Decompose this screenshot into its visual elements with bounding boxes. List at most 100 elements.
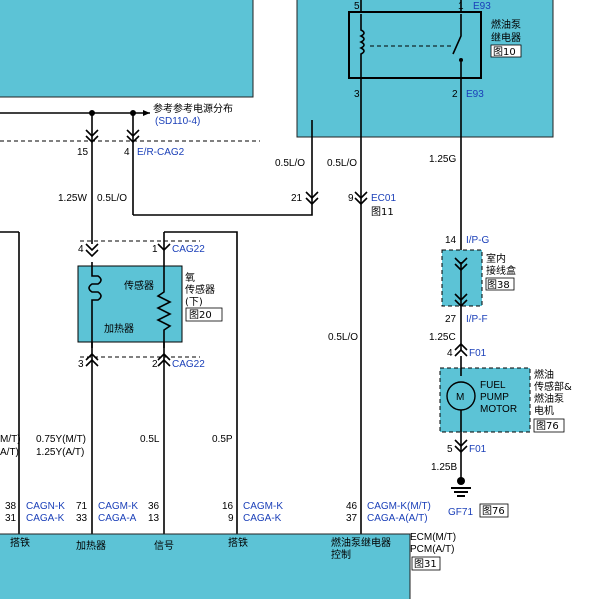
o2-conn-bottom: CAG22 <box>172 359 205 370</box>
o2-name-1: 氧 <box>185 271 195 284</box>
ecm-pin-71: 71 <box>76 501 88 512</box>
pump-pin5: 5 <box>447 444 453 455</box>
junction-box <box>441 249 483 307</box>
relay-name-1: 燃油泵 <box>491 18 521 31</box>
ecm-pin-38: 38 <box>5 501 17 512</box>
ecm-pin-16: 16 <box>222 501 234 512</box>
relay-ref: 图10 <box>493 46 516 58</box>
pump-ref: 图76 <box>536 420 559 432</box>
ecm-conn-4b: CAGA-K <box>243 513 282 524</box>
wire-05LO-d: 0.5L/O <box>328 332 358 343</box>
wire-125C: 1.25C <box>429 332 456 343</box>
wire-05LO-b: 0.5L/O <box>275 158 305 169</box>
pump-en-1: FUEL <box>480 380 506 391</box>
o2-pin2: 2 <box>152 359 158 370</box>
junction-ref: 图38 <box>487 279 510 291</box>
ecm-pin-33: 33 <box>76 513 88 524</box>
wire-05LO-a: 0.5L/O <box>97 193 127 204</box>
ecm-pin-31: 31 <box>5 513 17 524</box>
wire-125G: 1.25G <box>429 154 456 165</box>
ecm-pin-9: 9 <box>228 513 234 524</box>
junction-conn-bottom: I/P-F <box>466 314 488 325</box>
ecm-pin-37: 37 <box>346 513 358 524</box>
o2-label-sensor: 传感器 <box>124 279 154 292</box>
ecm-pin-36: 36 <box>148 501 160 512</box>
pump-en-2: PUMP <box>480 392 509 403</box>
o2-label-heater: 加热器 <box>104 322 134 335</box>
relay-pin2: 2 <box>452 89 458 100</box>
ercag2-pin15: 15 <box>77 147 89 158</box>
ec01-pin9: 9 <box>348 193 354 204</box>
ecm-ref: 图31 <box>414 558 437 570</box>
relay-conn-top: E93 <box>473 1 491 12</box>
motor-label: M <box>456 392 464 403</box>
ecm-conn-5a: CAGM-K(M/T) <box>367 501 431 512</box>
relay-pin5: 5 <box>354 1 360 12</box>
wire-075Y-1: 0.75Y(M/T) <box>36 434 86 445</box>
wire-05P: 0.5P <box>212 434 233 445</box>
ecm-label-ground1: 搭铁 <box>10 536 30 549</box>
power-note-2: (SD110-4) <box>155 116 200 127</box>
relay-conn-bottom: E93 <box>466 89 484 100</box>
ercag2-pin4: 4 <box>124 147 130 158</box>
ground-name: GF71 <box>448 507 473 518</box>
ecm-label-heater: 加热器 <box>76 539 106 552</box>
wire-05LO-c: 0.5L/O <box>327 158 357 169</box>
o2-ref: 图20 <box>189 309 212 321</box>
wire-125B: 1.25B <box>431 462 457 473</box>
pump-label-3: 燃油泵 <box>534 392 564 405</box>
ecm-name-2: PCM(A/T) <box>410 544 454 555</box>
pump-pin4: 4 <box>447 348 453 359</box>
ec01-ref: 图11 <box>371 206 394 218</box>
ground-symbol <box>451 487 471 497</box>
ground-point <box>457 477 465 485</box>
wire-075Y-2: 1.25Y(A/T) <box>36 447 84 458</box>
junction-name-2: 接线盒 <box>486 264 516 277</box>
pump-conn-top: F01 <box>469 348 487 359</box>
ecm-label-ground2: 搭铁 <box>228 536 248 549</box>
ec01-name: EC01 <box>371 193 396 204</box>
pump-conn-bottom: F01 <box>469 444 487 455</box>
ecm-conn-4a: CAGM-K <box>243 501 283 512</box>
junction-conn-top: I/P-G <box>466 235 490 246</box>
o2-conn-top: CAG22 <box>172 244 205 255</box>
left-wire-at: A/T) <box>0 447 19 458</box>
pump-label-2: 传感部& <box>534 380 572 393</box>
ecm-conn-1b: CAGA-K <box>26 513 65 524</box>
wire-05L: 0.5L <box>140 434 160 445</box>
ec01-pin21: 21 <box>291 193 303 204</box>
ecm-label-relay1: 燃油泵继电器 <box>331 536 391 549</box>
upper-left-module <box>0 0 254 98</box>
junction-name-1: 室内 <box>486 252 506 265</box>
pump-label-1: 燃油 <box>534 368 554 381</box>
relay-coil <box>359 14 365 78</box>
relay-switch <box>452 14 462 78</box>
wire-125W: 1.25W <box>58 193 87 204</box>
relay-switch-contact <box>459 58 463 62</box>
ecm-name-1: ECM(M/T) <box>410 532 456 543</box>
junction-pin14: 14 <box>445 235 457 246</box>
ecm-pin-13: 13 <box>148 513 160 524</box>
relay-pin3: 3 <box>354 89 360 100</box>
power-note-1: 参考参考电源分布 <box>153 102 233 115</box>
ecm-label-signal: 信号 <box>154 540 174 552</box>
relay-name-2: 继电器 <box>491 31 521 44</box>
pump-label-4: 电机 <box>534 404 554 417</box>
ecm-conn-2b: CAGA-A <box>98 513 137 524</box>
o2-pin3: 3 <box>78 359 84 370</box>
ecm-conn-2a: CAGM-K <box>98 501 138 512</box>
ground-ref: 图76 <box>482 505 505 517</box>
ecm-pin-46: 46 <box>346 501 358 512</box>
o2-pin1: 1 <box>152 244 158 255</box>
relay-body <box>348 11 482 79</box>
o2-name-2: 传感器 <box>185 283 215 296</box>
o2-pin4: 4 <box>78 244 84 255</box>
ecm-module <box>0 533 411 599</box>
junction-pin27: 27 <box>445 314 457 325</box>
ercag2-name: E/R-CAG2 <box>137 147 185 158</box>
left-wire-mt: M/T) <box>0 434 21 445</box>
ecm-conn-5b: CAGA-A(A/T) <box>367 513 428 524</box>
o2-name-3: (下) <box>185 297 203 308</box>
pump-en-3: MOTOR <box>480 404 517 415</box>
